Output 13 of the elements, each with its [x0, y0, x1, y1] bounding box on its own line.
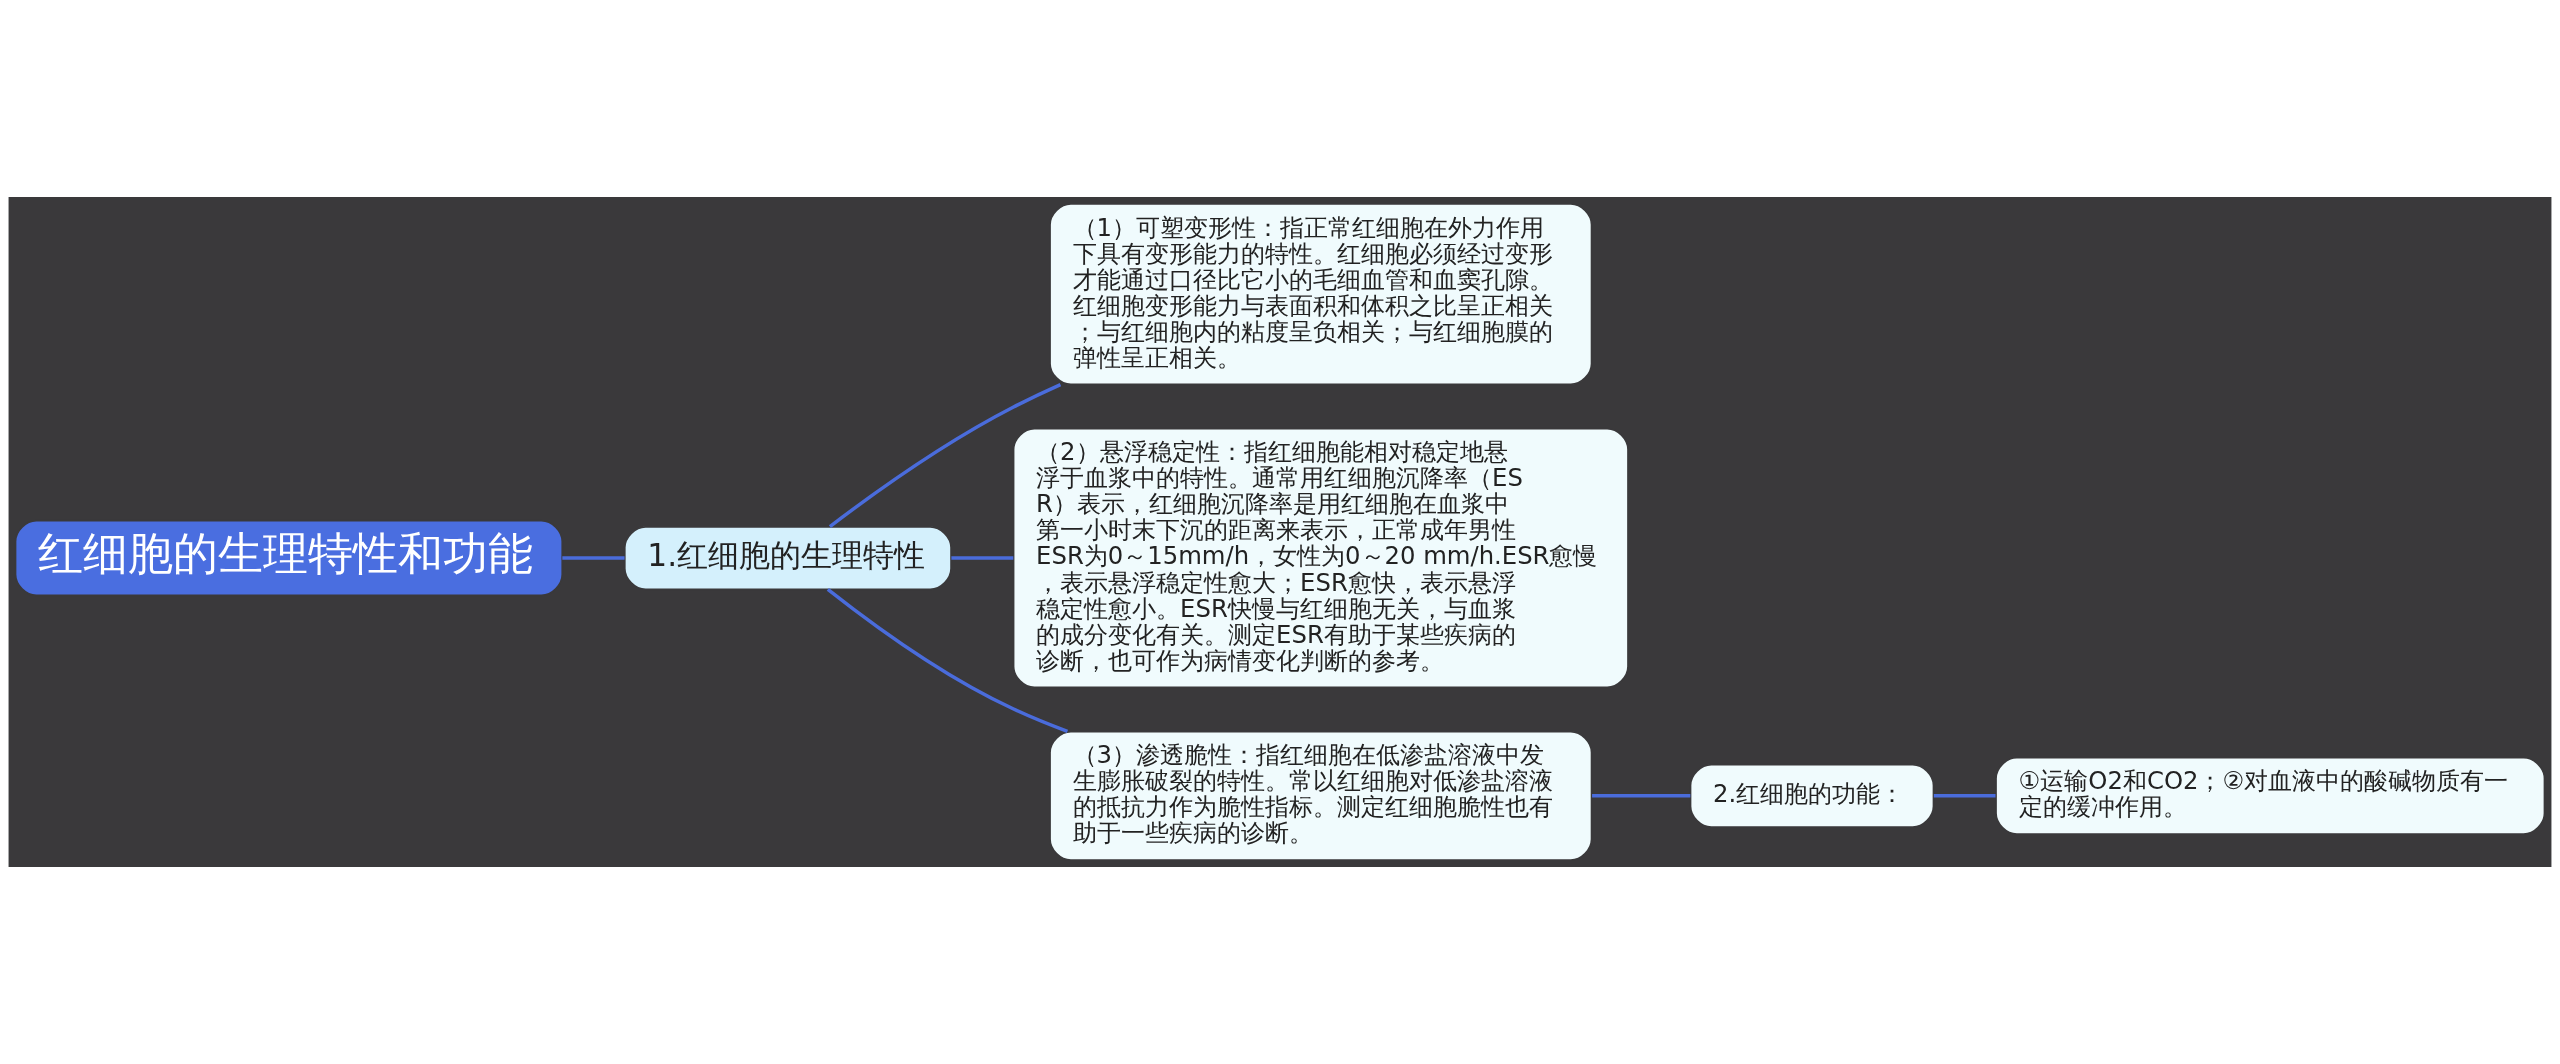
node-box: ①运输O2和CO2；②对血液中的酸碱物质有一定的缓冲作用。: [1995, 756, 2546, 835]
node-box: （2）悬浮稳定性：指红细胞能相对稳定地悬浮于血浆中的特性。通常用红细胞沉降率（ESR）表示，红细胞沉降率是用红细胞在血浆中第一小时末下沉的距离来表示，正常成年男性ESR为0～15mm/h，女性为0～20 mm/h.ESR愈慢，表示悬浮稳定性愈大；ESR愈快，表示悬浮稳定性愈小。ESR快慢与红细胞无关，与血浆的成分变化有关。测定ESR有助于某些疾病的诊断，也可作为病情变化判断的参考。: [1012, 427, 1629, 689]
connector: [951, 556, 1014, 560]
node-box: （1）可塑变形性：指正常红细胞在外力作用下具有变形能力的特性。红细胞必须经过变形才能通过口径比它小的毛细血管和血窦孔隙。红细胞变形能力与表面积和体积之比呈正相关；与红细胞内的粘度呈负相关；与红细胞膜的弹性呈正相关。: [1049, 203, 1593, 386]
node-box: 1.红细胞的生理特性: [623, 525, 952, 591]
connector: [826, 588, 1069, 733]
connector: [562, 556, 625, 560]
node-box: （3）渗透脆性：指红细胞在低渗盐溶液中发生膨胀破裂的特性。常以红细胞对低渗盐溶液的抵抗力作为脆性指标。测定红细胞脆性也有助于一些疾病的诊断。: [1049, 730, 1593, 861]
node-box: 红细胞的生理特性和功能: [14, 519, 564, 597]
connector: [1933, 794, 1996, 798]
node-box: 2.红细胞的功能：: [1689, 763, 1935, 828]
connector: [1592, 794, 1691, 798]
connector: [828, 383, 1062, 528]
